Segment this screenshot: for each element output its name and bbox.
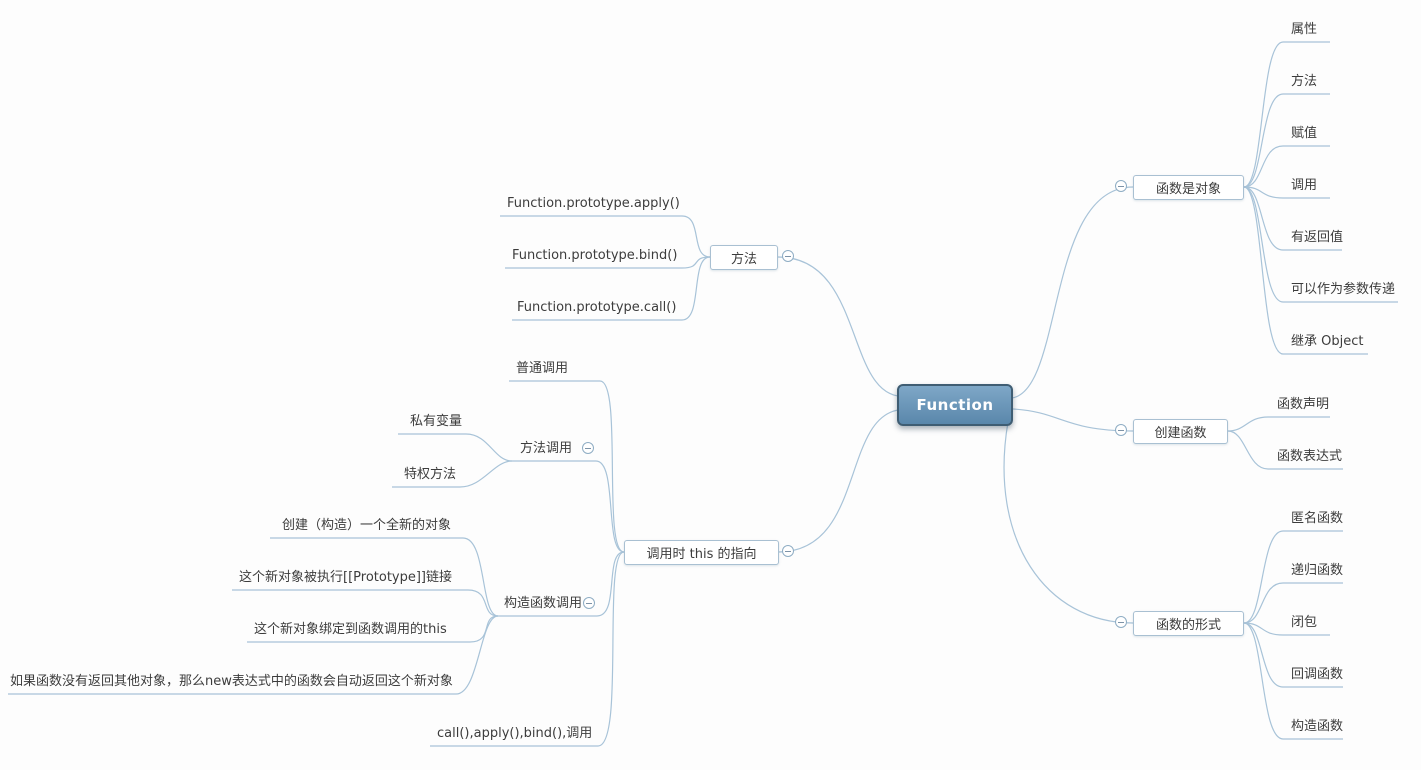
branch-curve bbox=[1227, 416, 1330, 432]
leaf-new-object-created[interactable]: 创建（构造）一个全新的对象 bbox=[282, 518, 452, 533]
collapse-icon-function-forms[interactable] bbox=[1115, 616, 1127, 628]
branch-curve bbox=[1243, 530, 1343, 624]
leaf-call-apply-bind[interactable]: call(),apply(),bind(),调用 bbox=[437, 726, 593, 741]
leaf-assignment[interactable]: 赋值 bbox=[1291, 126, 1318, 141]
leaf-auto-return-new-object[interactable]: 如果函数没有返回其他对象，那么new表达式中的函数会自动返回这个新对象 bbox=[10, 674, 453, 689]
branch-curve bbox=[512, 256, 711, 321]
leaf-method[interactable]: 方法 bbox=[1291, 74, 1318, 89]
branch-curve bbox=[1243, 186, 1368, 355]
leaf-function-expression[interactable]: 函数表达式 bbox=[1277, 449, 1343, 464]
topic-methods[interactable]: 方法 bbox=[710, 245, 778, 270]
collapse-icon-create-function[interactable] bbox=[1115, 424, 1127, 436]
branch-curve bbox=[1243, 582, 1343, 624]
branch-curve bbox=[500, 215, 711, 258]
subtopic-method-call[interactable]: 方法调用 bbox=[520, 441, 573, 456]
branch-curve bbox=[1003, 421, 1134, 624]
root-topic-function[interactable]: Function bbox=[897, 384, 1013, 426]
leaf-this-bound-to-call[interactable]: 这个新对象绑定到函数调用的this bbox=[254, 622, 447, 637]
leaf-invoke[interactable]: 调用 bbox=[1291, 178, 1318, 193]
leaf-prototype-bind[interactable]: Function.prototype.bind() bbox=[512, 248, 678, 263]
leaf-prototype-call[interactable]: Function.prototype.call() bbox=[517, 300, 677, 315]
branch-curve bbox=[505, 256, 711, 269]
leaf-recursive-function[interactable]: 递归函数 bbox=[1291, 563, 1344, 578]
leaf-callback-function[interactable]: 回调函数 bbox=[1291, 667, 1344, 682]
topic-create-function[interactable]: 创建函数 bbox=[1133, 419, 1228, 444]
branch-curve bbox=[1243, 186, 1398, 303]
leaf-inherits-object[interactable]: 继承 Object bbox=[1291, 334, 1364, 349]
leaf-privileged-method[interactable]: 特权方法 bbox=[404, 467, 457, 482]
branch-curve bbox=[1243, 622, 1330, 636]
branch-curve bbox=[1243, 41, 1330, 188]
collapse-icon-function-is-object[interactable] bbox=[1115, 180, 1127, 192]
branch-curve bbox=[1243, 186, 1342, 251]
branch-curve bbox=[8, 615, 499, 695]
branch-curve bbox=[1243, 145, 1330, 188]
leaf-function-declaration[interactable]: 函数声明 bbox=[1277, 397, 1330, 412]
leaf-private-variable[interactable]: 私有变量 bbox=[410, 414, 463, 429]
branch-curve bbox=[392, 460, 513, 488]
leaf-property[interactable]: 属性 bbox=[1291, 22, 1318, 37]
branch-curve bbox=[1243, 622, 1343, 688]
branch-curve bbox=[1243, 622, 1343, 740]
subtopic-constructor-call[interactable]: 构造函数调用 bbox=[504, 596, 583, 611]
branch-curve bbox=[430, 551, 625, 747]
leaf-constructor-function[interactable]: 构造函数 bbox=[1291, 719, 1344, 734]
collapse-icon-method-call[interactable] bbox=[582, 442, 594, 454]
topic-this-binding[interactable]: 调用时 this 的指向 bbox=[624, 540, 779, 565]
topic-function-forms[interactable]: 函数的形式 bbox=[1133, 611, 1244, 636]
leaf-prototype-linked[interactable]: 这个新对象被执行[[Prototype]]链接 bbox=[239, 570, 453, 585]
branch-curve bbox=[232, 589, 499, 617]
branch-curve bbox=[498, 551, 625, 617]
branch-curve bbox=[777, 409, 899, 553]
branch-curve bbox=[1227, 430, 1343, 470]
leaf-normal-call[interactable]: 普通调用 bbox=[516, 361, 569, 376]
branch-curve bbox=[509, 380, 625, 553]
branch-curve bbox=[1011, 186, 1134, 399]
branch-curve bbox=[1243, 93, 1330, 188]
branch-curve bbox=[1243, 186, 1330, 199]
branch-curve bbox=[512, 460, 625, 553]
collapse-icon-this-binding[interactable] bbox=[782, 545, 794, 557]
branch-curve bbox=[270, 537, 499, 617]
collapse-icon-methods[interactable] bbox=[782, 250, 794, 262]
branch-curve bbox=[777, 256, 899, 397]
leaf-has-return-value[interactable]: 有返回值 bbox=[1291, 230, 1344, 245]
leaf-anonymous-function[interactable]: 匿名函数 bbox=[1291, 511, 1344, 526]
collapse-icon-constructor-call[interactable] bbox=[583, 597, 595, 609]
branch-curve bbox=[398, 433, 513, 462]
leaf-prototype-apply[interactable]: Function.prototype.apply() bbox=[507, 196, 680, 211]
branch-curve bbox=[1012, 408, 1134, 432]
leaf-closure[interactable]: 闭包 bbox=[1291, 615, 1318, 630]
topic-function-is-object[interactable]: 函数是对象 bbox=[1133, 175, 1244, 200]
leaf-passable-as-argument[interactable]: 可以作为参数传递 bbox=[1291, 282, 1396, 297]
